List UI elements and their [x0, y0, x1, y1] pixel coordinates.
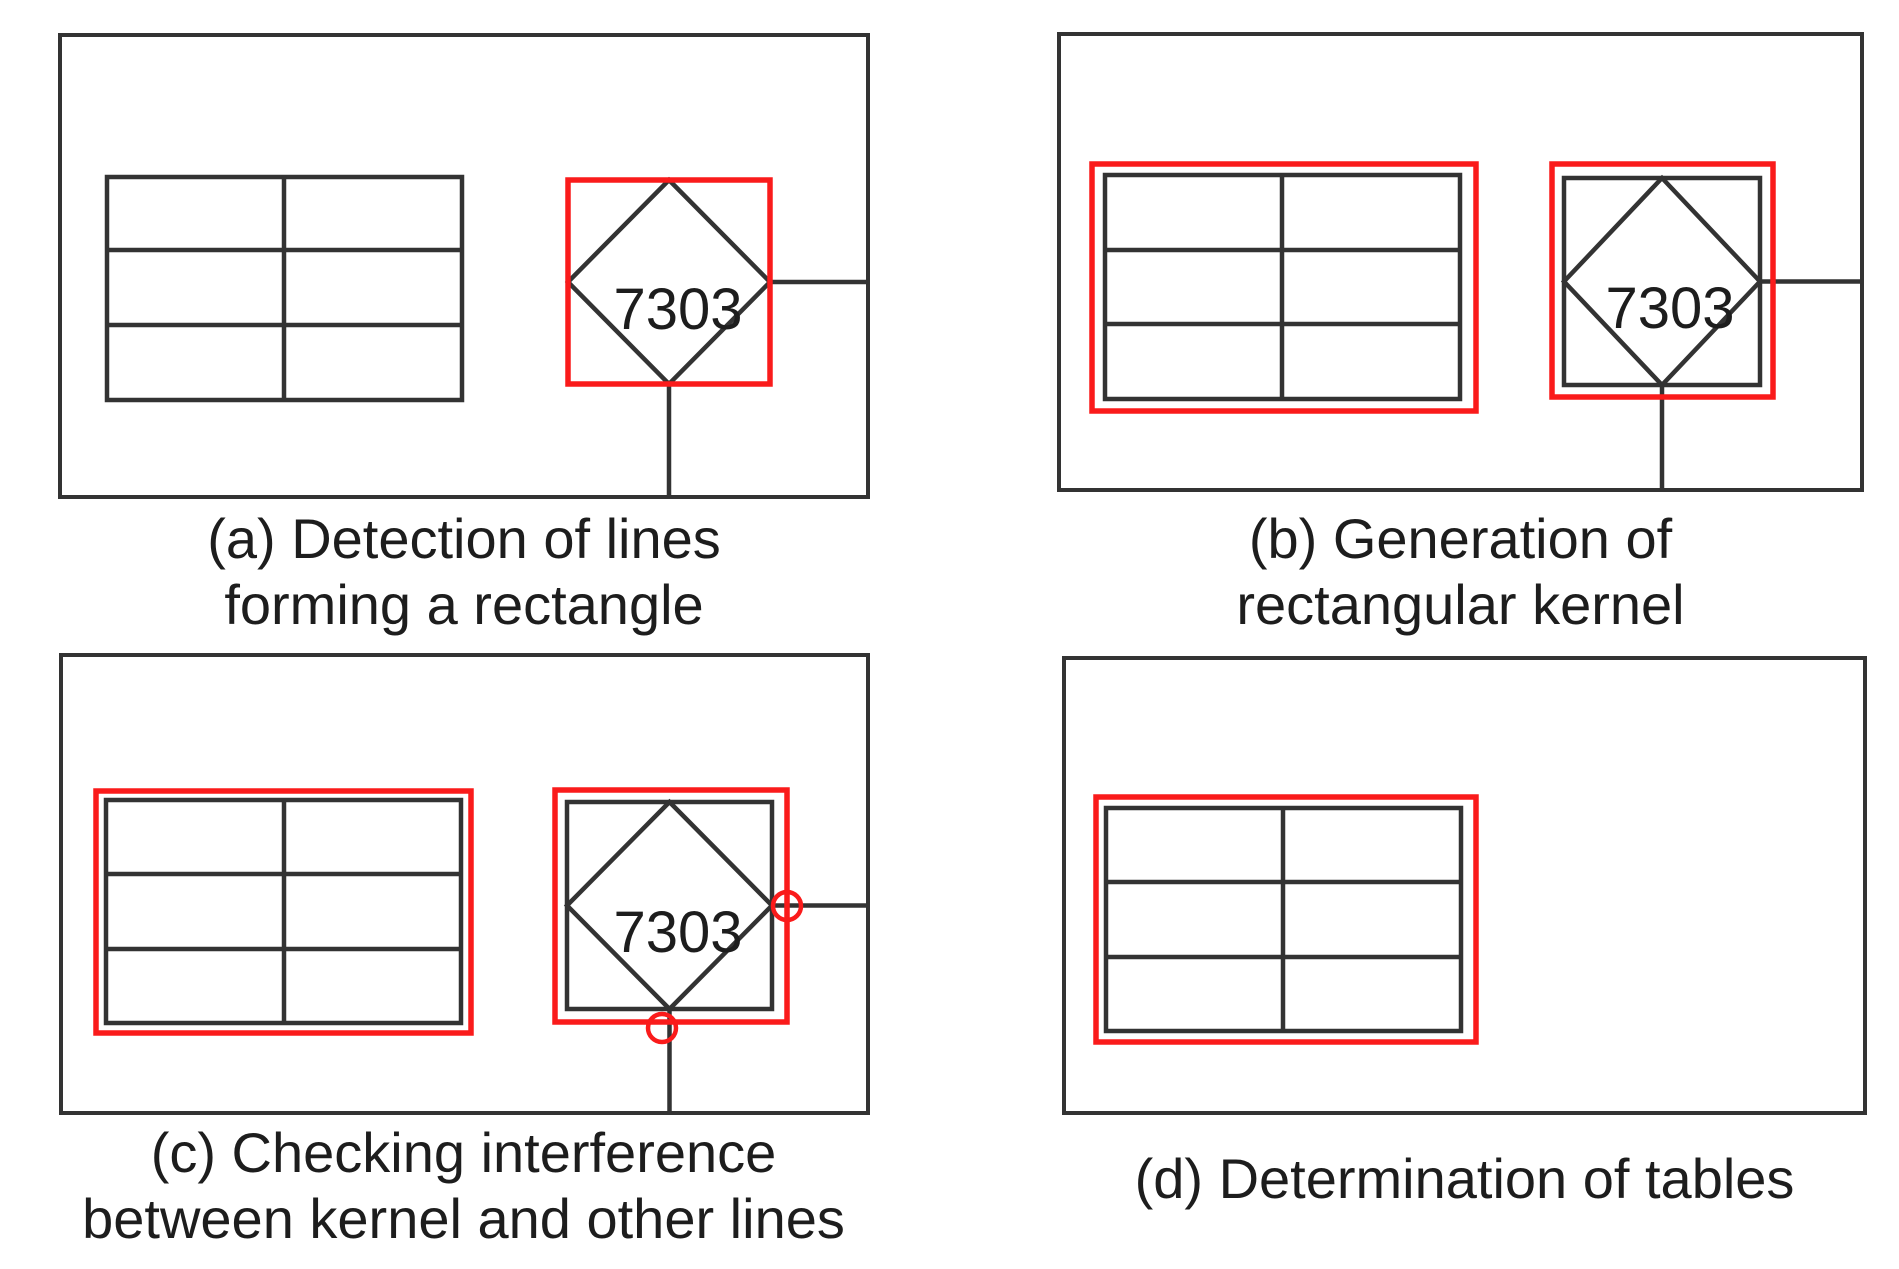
caption-panel-d: (d) Determination of tables [1014, 1146, 1899, 1212]
caption-line: (b) Generation of [1248, 507, 1673, 570]
symbol-number-text: 7303 [613, 900, 742, 965]
panel-a-symbol: 7303 [564, 176, 868, 497]
panel-c: 7303 [59, 653, 870, 1115]
symbol-number-text: 7303 [613, 277, 742, 342]
table-kernel-rectangle [1089, 161, 1479, 414]
caption-panel-a: (a) Detection of lines forming a rectang… [60, 506, 868, 638]
table-kernel-rectangle [93, 788, 474, 1036]
panel-a: 7303 [58, 33, 870, 499]
interference-marker-right-circle [770, 889, 804, 923]
caption-line: rectangular kernel [1236, 573, 1685, 636]
caption-panel-b: (b) Generation of rectangular kernel [1059, 506, 1862, 638]
panel-c-table-grid [93, 788, 474, 1036]
panel-b: 7303 [1057, 32, 1864, 492]
panel-b-table-grid [1089, 161, 1479, 414]
caption-line: between kernel and other lines [82, 1187, 845, 1250]
panel-c-symbol: 7303 [552, 787, 868, 1113]
panel-c-drawing-frame [59, 653, 870, 1115]
caption-line: (a) Detection of lines [207, 507, 721, 570]
panel-d [1062, 656, 1867, 1115]
caption-line: forming a rectangle [224, 573, 704, 636]
panel-d-drawing-frame [1062, 656, 1867, 1115]
panel-b-drawing-frame [1057, 32, 1864, 492]
symbol-number-text: 7303 [1605, 276, 1734, 341]
caption-line: (d) Determination of tables [1134, 1147, 1795, 1210]
detected-rectangle-highlight [565, 177, 773, 387]
panel-d-table-grid [1093, 794, 1479, 1045]
panel-b-symbol: 7303 [1549, 161, 1862, 490]
caption-panel-c: (c) Checking interference between kernel… [11, 1120, 916, 1252]
interference-marker-bottom-circle [645, 1011, 679, 1045]
symbol-kernel-rectangle [1549, 161, 1776, 400]
symbol-kernel-rectangle [552, 787, 790, 1025]
determined-table-rectangle [1093, 794, 1479, 1045]
panel-a-drawing-frame [58, 33, 870, 499]
caption-line: (c) Checking interference [150, 1121, 777, 1184]
panel-a-table-grid [104, 174, 465, 403]
